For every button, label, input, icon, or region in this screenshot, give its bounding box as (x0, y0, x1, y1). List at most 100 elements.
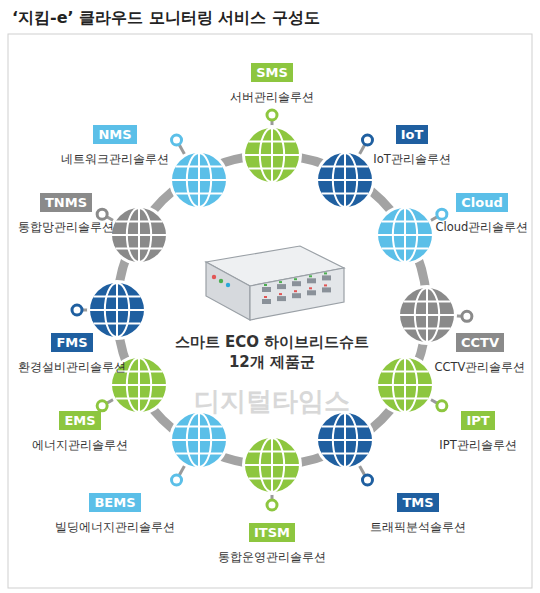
globe-parallel (404, 328, 451, 330)
globe-parallel (116, 248, 163, 250)
ring (117, 155, 427, 465)
solution-name: 서버관리솔루션 (230, 90, 314, 104)
globe-icon (242, 125, 302, 185)
globe-icon (375, 205, 435, 265)
globe-parallel (249, 141, 296, 143)
solution-name: 환경설비관리솔루션 (18, 360, 126, 374)
solution-code: FMS (51, 333, 92, 352)
solution-node: NMS네트워크관리솔루션 (61, 124, 169, 166)
globe-icon (169, 150, 229, 210)
device-port (292, 293, 301, 298)
globe-icon (397, 285, 457, 345)
port-led (324, 272, 327, 274)
device-side (250, 268, 344, 320)
device-port (277, 296, 286, 301)
watermark: 디지털타임스 (194, 384, 350, 419)
globe-parallel (249, 168, 296, 170)
port-led (309, 275, 312, 277)
globe-parallel (322, 193, 369, 195)
globes (87, 125, 457, 495)
device-led (226, 283, 230, 287)
globe-body (400, 288, 454, 342)
globe-icon (375, 355, 435, 415)
device-port (277, 284, 286, 289)
diagram-title: ‘지킴-e’ 클라우드 모니터링 서비스 구성도 (12, 8, 320, 29)
port-led (309, 287, 312, 289)
leader-dot (172, 475, 182, 485)
solution-node: IPTIPT관리솔루션 (439, 410, 516, 452)
globe-parallel (176, 453, 223, 455)
globe-halo (315, 150, 375, 210)
leader-dot (362, 135, 372, 145)
leader-dot (267, 110, 277, 120)
globe-icon (169, 410, 229, 470)
solution-name: IPT관리솔루션 (439, 438, 516, 452)
solution-code: TMS (397, 493, 438, 512)
globe-parallel (94, 296, 141, 298)
globe-parallel (382, 248, 429, 250)
device-port (262, 287, 271, 292)
globe-halo (242, 435, 302, 495)
leader-dot (267, 500, 277, 510)
port-led (264, 296, 267, 298)
solution-name: 네트워크관리솔루션 (61, 152, 169, 166)
globe-parallel (378, 384, 432, 386)
solution-node: SMS 서버관리솔루션 (230, 62, 314, 104)
device-port (307, 278, 316, 283)
leader-dot (97, 209, 107, 219)
device-port (322, 275, 331, 280)
globe-parallel (116, 398, 163, 400)
globe-parallel (249, 478, 296, 480)
globe-parallel (176, 426, 223, 428)
leader-dot (437, 401, 447, 411)
port-led (279, 281, 282, 283)
globe-parallel (116, 221, 163, 223)
solution-node: TNMS 통합망관리솔루션 (18, 192, 114, 234)
solution-name: 에너지관리솔루션 (32, 438, 128, 452)
solution-code: Cloud (456, 193, 508, 212)
globe-parallel (245, 154, 299, 156)
globe-parallel (90, 309, 144, 311)
device-port (292, 281, 301, 286)
solution-node: CCTVCCTV관리솔루션 (435, 332, 526, 374)
solution-code: SMS (251, 63, 293, 82)
globe-parallel (112, 234, 166, 236)
solution-node: FMS 환경설비관리솔루션 (18, 332, 126, 374)
device-port (322, 287, 331, 292)
globe-parallel (382, 371, 429, 373)
solution-name: 빌딩에너지관리솔루션 (55, 520, 175, 534)
globe-halo (109, 205, 169, 265)
solution-code: EMS (59, 411, 100, 430)
globe-icon (87, 280, 147, 340)
port-led (294, 290, 297, 292)
solution-node: BEMS빌딩에너지관리솔루션 (55, 492, 175, 534)
globe-parallel (172, 179, 226, 181)
device-led (219, 279, 223, 283)
device-port (307, 290, 316, 295)
solution-node: EMS 에너지관리솔루션 (32, 410, 128, 452)
solution-code: CCTV (456, 333, 504, 352)
device-front (206, 262, 250, 320)
globe-parallel (176, 166, 223, 168)
leader-dot (437, 209, 447, 219)
solution-code: TNMS (40, 193, 92, 212)
globe-parallel (400, 314, 454, 316)
leader-lines (72, 110, 472, 510)
globe-body (318, 153, 372, 207)
leader-dot (72, 305, 82, 315)
leader-dot (362, 475, 372, 485)
solution-name: 통합망관리솔루션 (18, 220, 114, 234)
port-led (294, 278, 297, 280)
leader-dot (172, 135, 182, 145)
solution-node: ITSM통합운영관리솔루션 (218, 522, 326, 564)
globe-parallel (322, 166, 369, 168)
solution-name: 통합운영관리솔루션 (218, 550, 326, 564)
globe-parallel (176, 193, 223, 195)
globe-parallel (94, 323, 141, 325)
globe-icon (109, 205, 169, 265)
globe-parallel (249, 451, 296, 453)
globe-body (90, 283, 144, 337)
globe-parallel (382, 398, 429, 400)
